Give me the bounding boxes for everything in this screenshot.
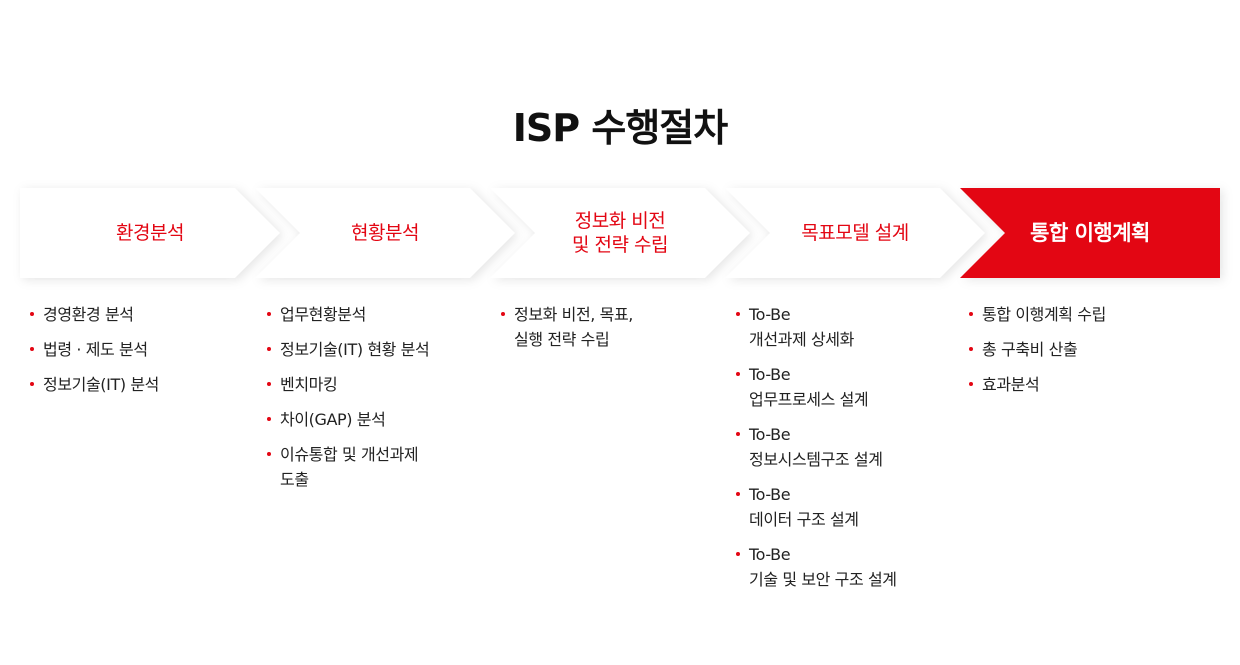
bullet-icon [969, 382, 973, 386]
list-item: 정보기술(IT) 현황 분석 [267, 337, 482, 362]
step-environment-analysis: 환경분석 [20, 188, 280, 278]
step-items-target: To-Be 개선과제 상세화 To-Be 업무프로세스 설계 To-Be 정보시… [736, 302, 951, 602]
bullet-icon [736, 552, 740, 556]
step-label: 통합 이행계획 [1030, 221, 1150, 245]
bullet-icon [267, 382, 271, 386]
bullet-icon [30, 347, 34, 351]
bullet-icon [736, 312, 740, 316]
step-items-vision: 정보화 비전, 목표, 실행 전략 수립 [501, 302, 716, 362]
list-item: 법령 · 제도 분석 [30, 337, 240, 362]
bullet-icon [736, 432, 740, 436]
list-item: 총 구축비 산출 [969, 337, 1199, 362]
step-label: 현황분석 [351, 222, 419, 244]
bullet-icon [267, 417, 271, 421]
bullet-icon [267, 312, 271, 316]
list-item: 이슈통합 및 개선과제 도출 [267, 442, 482, 492]
list-item: To-Be 데이터 구조 설계 [736, 482, 951, 532]
step-label: 정보화 비전 및 전략 수립 [572, 210, 668, 256]
bullet-icon [969, 347, 973, 351]
list-item: To-Be 기술 및 보안 구조 설계 [736, 542, 951, 592]
list-item: To-Be 정보시스템구조 설계 [736, 422, 951, 472]
bullet-icon [501, 312, 505, 316]
page-title: ISP 수행절차 [512, 106, 728, 150]
step-implementation-plan: 통합 이행계획 [960, 188, 1220, 278]
step-items-environment: 경영환경 분석 법령 · 제도 분석 정보기술(IT) 분석 [30, 302, 240, 407]
bullet-icon [736, 372, 740, 376]
step-target-model: 목표모델 설계 [725, 188, 985, 278]
step-arrow-shape [20, 188, 280, 278]
step-current-analysis: 현황분석 [255, 188, 515, 278]
bullet-icon [736, 492, 740, 496]
bullet-icon [267, 452, 271, 456]
list-item: To-Be 개선과제 상세화 [736, 302, 951, 352]
list-item: 정보화 비전, 목표, 실행 전략 수립 [501, 302, 716, 352]
list-item: 경영환경 분석 [30, 302, 240, 327]
step-label: 환경분석 [116, 222, 184, 244]
list-item: 벤치마킹 [267, 372, 482, 397]
bullet-icon [30, 312, 34, 316]
bullet-icon [267, 347, 271, 351]
step-items-implementation: 통합 이행계획 수립 총 구축비 산출 효과분석 [969, 302, 1199, 407]
list-item: 통합 이행계획 수립 [969, 302, 1199, 327]
bullet-icon [30, 382, 34, 386]
list-item: To-Be 업무프로세스 설계 [736, 362, 951, 412]
step-items-current: 업무현황분석 정보기술(IT) 현황 분석 벤치마킹 차이(GAP) 분석 이슈… [267, 302, 482, 502]
step-vision-strategy: 정보화 비전 및 전략 수립 [490, 188, 750, 278]
list-item: 효과분석 [969, 372, 1199, 397]
step-label: 목표모델 설계 [801, 222, 909, 244]
list-item: 차이(GAP) 분석 [267, 407, 482, 432]
bullet-icon [969, 312, 973, 316]
list-item: 업무현황분석 [267, 302, 482, 327]
list-item: 정보기술(IT) 분석 [30, 372, 240, 397]
